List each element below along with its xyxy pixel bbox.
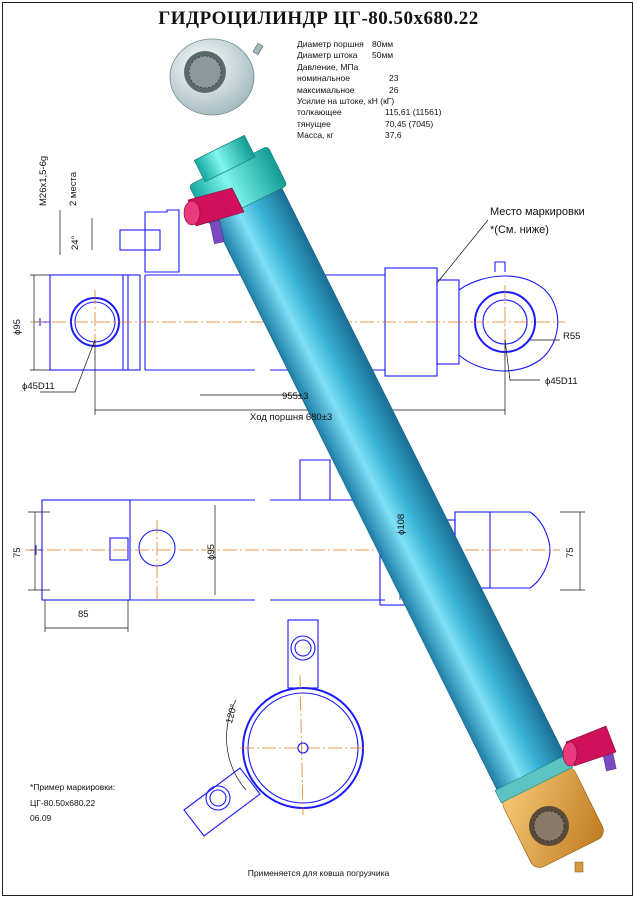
piston-stroke: Ход поршня 680±3 bbox=[250, 412, 333, 423]
spec-label: тянущее bbox=[297, 118, 331, 129]
spec-label: максимальное bbox=[297, 84, 355, 95]
marking-example-heading: *Пример маркировки: bbox=[30, 782, 116, 792]
footer-note: Применяется для ковша погрузчика bbox=[247, 868, 390, 878]
radius-label: R55 bbox=[563, 331, 581, 342]
dimension-lines bbox=[28, 210, 585, 791]
dia108: ϕ108 bbox=[396, 513, 407, 535]
see-below-label: *(См. ниже) bbox=[490, 224, 549, 236]
spec-value: 70,45 (7045) bbox=[385, 118, 434, 129]
spec-label: Давление, МПа bbox=[297, 61, 359, 72]
spec-value: 23 bbox=[389, 73, 399, 84]
angle-24: 24° bbox=[70, 235, 81, 250]
thread-count: 2 места bbox=[68, 171, 79, 206]
spec-label: Усилие на штоке, кН (кГ) bbox=[297, 95, 395, 106]
cap-eye bbox=[529, 806, 584, 873]
bore-right: ϕ45D11 bbox=[545, 376, 578, 387]
spec-label: Диаметр штока bbox=[297, 50, 358, 61]
end-view-drawing bbox=[183, 619, 364, 837]
marking-example-code: ЦГ-80.50х680.22 bbox=[30, 798, 96, 808]
dia95-top: ϕ95 bbox=[12, 319, 23, 335]
spec-label: толкающее bbox=[297, 107, 342, 118]
spec-value: 37,6 bbox=[385, 130, 402, 141]
spec-value: 115,61 (11561) bbox=[385, 107, 442, 118]
spec-label: Диаметр поршня bbox=[297, 39, 364, 49]
height-75-left: 75 bbox=[12, 547, 23, 558]
spec-label: Масса, кг bbox=[297, 130, 334, 141]
dia95-mid: ϕ95 bbox=[206, 544, 217, 560]
marking-example-date: 06.09 bbox=[30, 813, 52, 823]
port-top bbox=[183, 187, 245, 245]
width-85: 85 bbox=[78, 609, 89, 620]
marking-place-label: Место маркировки bbox=[490, 206, 585, 218]
bore-left: ϕ45D11 bbox=[22, 381, 55, 392]
thread-dimension: М26х1,5-6g bbox=[38, 155, 49, 206]
spec-label: номинальное bbox=[297, 73, 350, 84]
page-title: ГИДРОЦИЛИНДР ЦГ-80.50х680.22 bbox=[158, 8, 479, 29]
spec-value: 50мм bbox=[372, 50, 394, 61]
length-955: 955±3 bbox=[282, 391, 309, 402]
spec-value: 26 bbox=[389, 84, 399, 95]
port-bottom bbox=[562, 725, 617, 772]
spec-value: 80мм bbox=[372, 39, 394, 49]
height-75-right: 75 bbox=[565, 547, 576, 558]
rod-eye bbox=[169, 38, 264, 116]
